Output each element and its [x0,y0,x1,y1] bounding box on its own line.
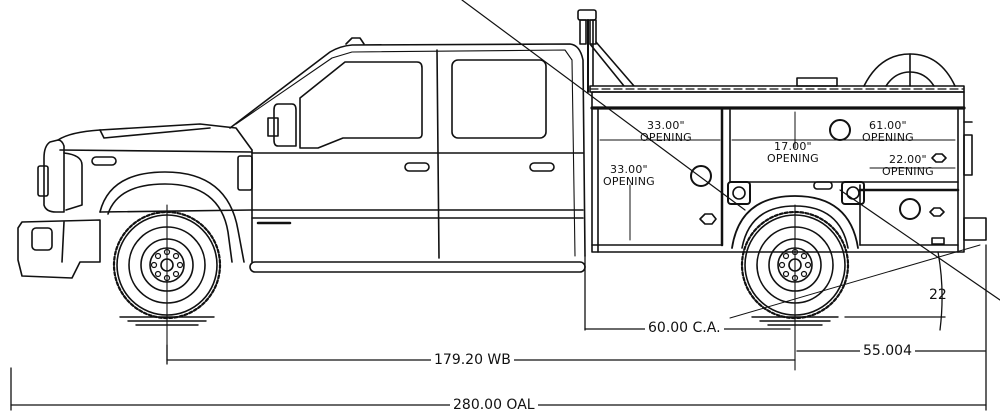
opening-label-rear-upper: 61.00" OPENING [862,119,914,144]
leader-line-top [461,0,746,211]
overall-length-dimension: 280.00 OAL [450,398,538,412]
service-body [577,9,987,253]
departure-angle-dimension: 22 [929,287,947,303]
truck-hood-front [17,123,253,279]
truck-cab [229,37,586,273]
compartment-handle [690,165,712,187]
rear-door-handle [529,162,555,172]
side-marker-light [91,156,117,166]
rear-wheel [731,195,859,371]
beacon-light [577,9,597,21]
front-bumper [17,219,101,279]
front-window [299,61,423,149]
dimension-lines [10,244,987,411]
running-board [249,261,586,273]
front-wheel [112,204,222,361]
cab-to-axle-dimension: 60.00 C.A. [645,321,724,335]
rear-overhang-dimension: 55.004 [860,344,915,358]
rear-window [451,59,547,139]
opening-label-front-lower: 33.00" OPENING [603,163,655,188]
opening-label-rear-lower: 22.00" OPENING [882,153,934,178]
opening-label-middle: 17.00" OPENING [767,140,819,165]
wheelbase-dimension: 179.20 WB [431,353,514,367]
opening-label-front-upper: 33.00" OPENING [640,119,692,144]
front-door-handle [404,162,430,172]
side-mirror [273,103,297,147]
